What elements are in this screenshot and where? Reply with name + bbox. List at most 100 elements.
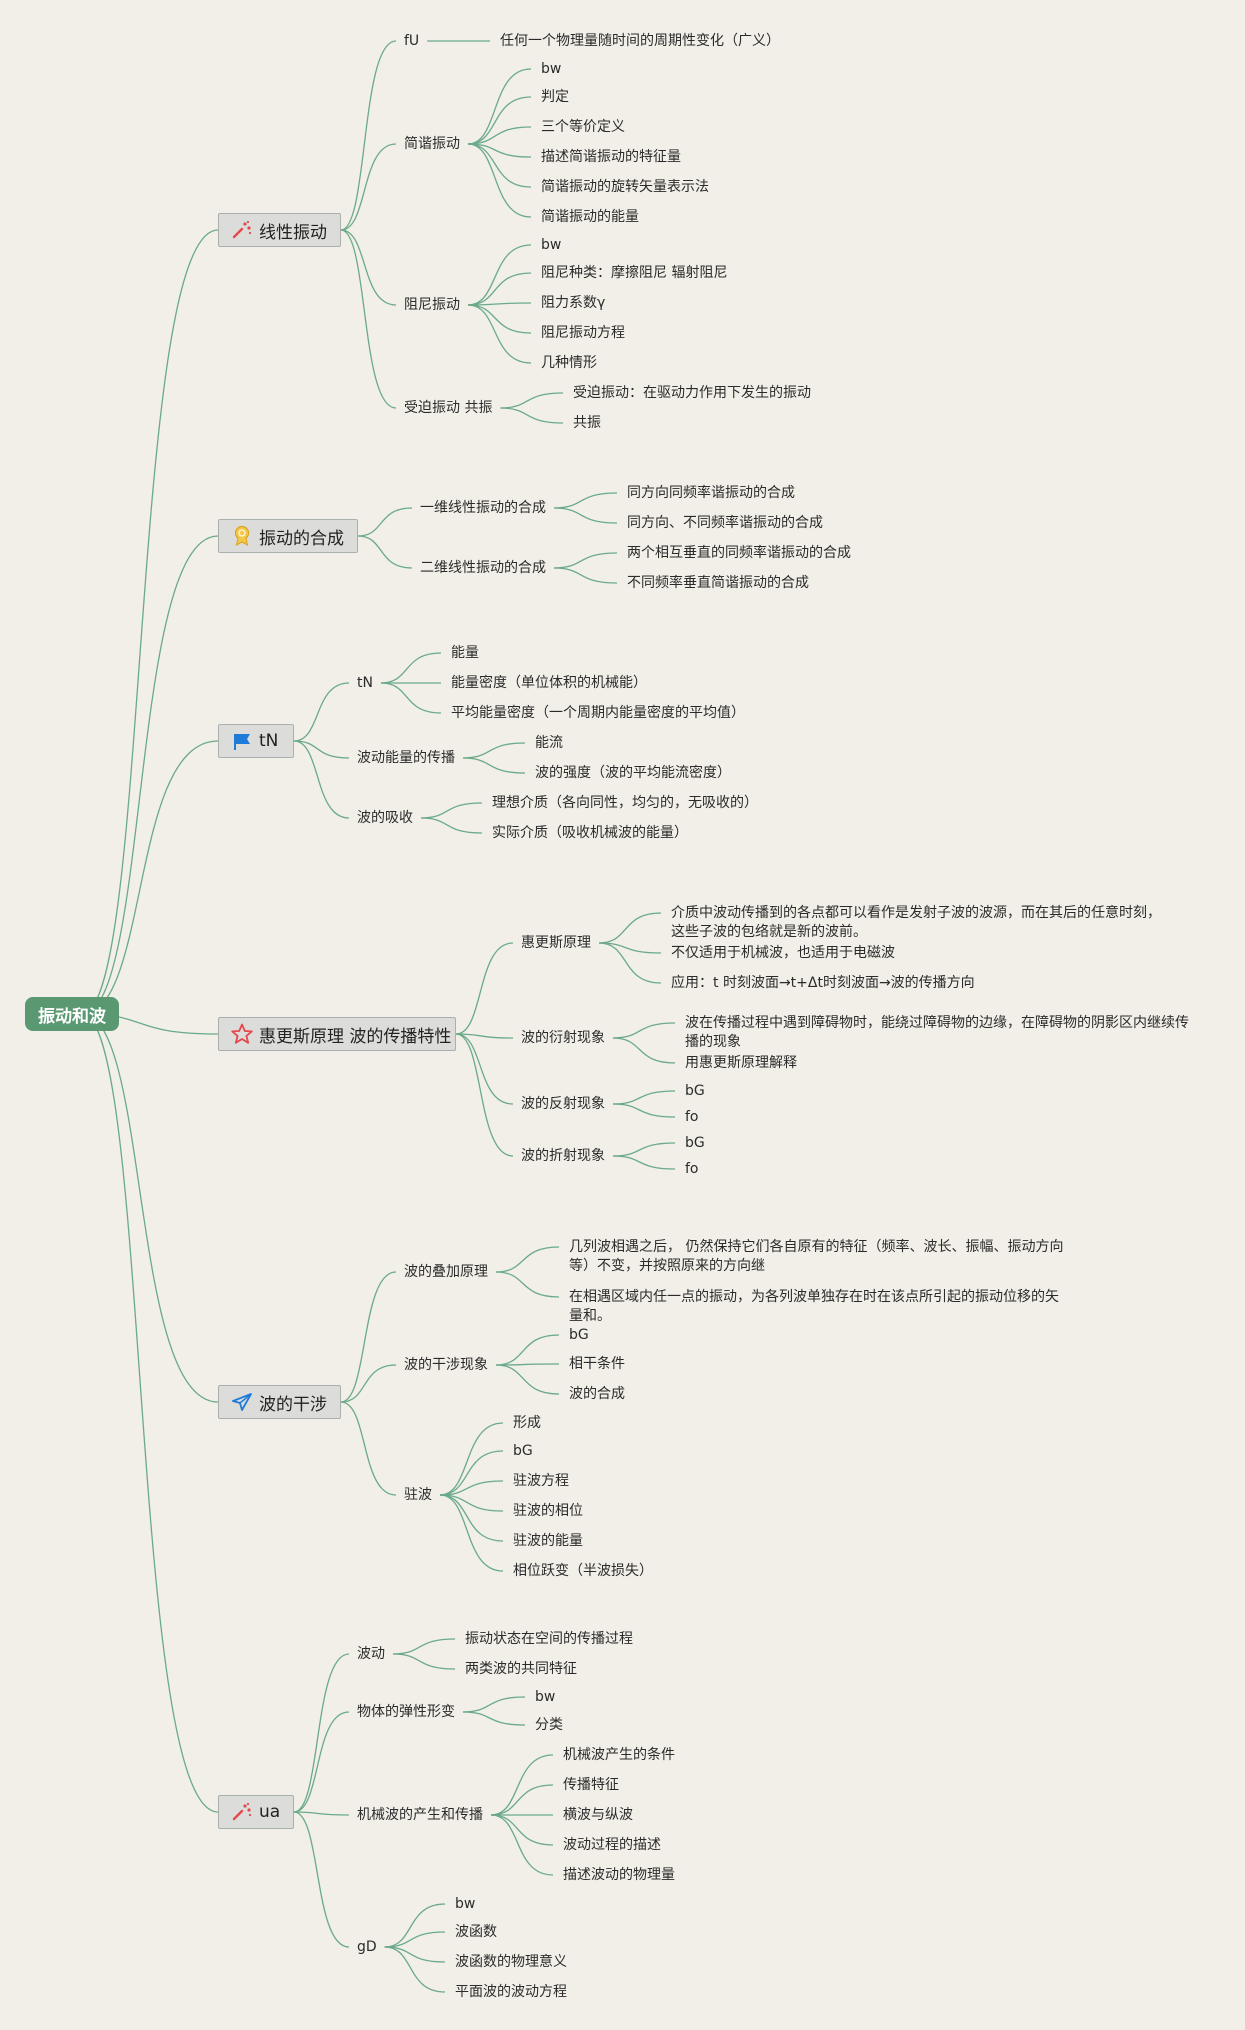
leaf-node[interactable]: 平均能量密度（一个周期内能量密度的平均值） <box>451 704 745 721</box>
leaf-node[interactable]: 波的合成 <box>569 1385 625 1402</box>
topic-node[interactable]: gD <box>357 1938 377 1955</box>
leaf-node[interactable]: 相干条件 <box>569 1355 625 1372</box>
topic-node[interactable]: 波的衍射现象 <box>521 1029 605 1046</box>
topic-node[interactable]: 波的折射现象 <box>521 1147 605 1164</box>
leaf-node[interactable]: 阻力系数γ <box>541 294 606 311</box>
edge-topic-leaf <box>467 304 532 334</box>
leaf-node[interactable]: 三个等价定义 <box>541 118 625 135</box>
leaf-node[interactable]: 受迫振动：在驱动力作用下发生的振动 <box>573 384 811 401</box>
leaf-node[interactable]: 能流 <box>535 734 563 751</box>
leaf-node[interactable]: 分类 <box>535 1716 563 1733</box>
edge-topic-leaf <box>384 1931 446 1948</box>
leaf-node[interactable]: 用惠更斯原理解释 <box>685 1054 797 1071</box>
leaf-node[interactable]: 波的强度（波的平均能流密度） <box>535 764 731 781</box>
leaf-node[interactable]: 简谐振动的能量 <box>541 208 639 225</box>
star-icon <box>231 1023 253 1044</box>
branch-wave-energy[interactable]: tN <box>218 724 294 758</box>
leaf-node[interactable]: 理想介质（各向同性，均匀的，无吸收的） <box>492 794 758 811</box>
topic-node[interactable]: 阻尼振动 <box>404 296 460 313</box>
leaf-node[interactable]: 驻波方程 <box>513 1472 569 1489</box>
leaf-node[interactable]: 共振 <box>573 414 601 431</box>
leaf-node[interactable]: bw <box>535 1688 556 1705</box>
leaf-node[interactable]: 两个相互垂直的同频率谐振动的合成 <box>627 544 851 561</box>
leaf-node[interactable]: bw <box>455 1895 476 1912</box>
leaf-node[interactable]: 驻波的相位 <box>513 1502 583 1519</box>
topic-node[interactable]: tN <box>357 674 373 691</box>
topic-node[interactable]: fU <box>404 32 420 49</box>
leaf-node[interactable]: bG <box>685 1134 705 1151</box>
leaf-node[interactable]: bG <box>513 1442 533 1459</box>
topic-node[interactable]: 波的吸收 <box>357 809 413 826</box>
topic-node[interactable]: 物体的弹性形变 <box>357 1703 455 1720</box>
leaf-node[interactable]: 描述简谐振动的特征量 <box>541 148 681 165</box>
edge-branch-topic <box>455 1033 514 1157</box>
leaf-node[interactable]: 相位跃变（半波损失） <box>513 1562 653 1579</box>
leaf-node[interactable]: 阻尼振动方程 <box>541 324 625 341</box>
topic-node[interactable]: 一维线性振动的合成 <box>420 499 546 516</box>
topic-node[interactable]: 惠更斯原理 <box>521 934 591 951</box>
leaf-node[interactable]: 不同频率垂直简谐振动的合成 <box>627 574 809 591</box>
leaf-node[interactable]: 横波与纵波 <box>563 1806 633 1823</box>
leaf-node[interactable]: 同方向同频率谐振动的合成 <box>627 484 795 501</box>
topic-node[interactable]: 机械波的产生和传播 <box>357 1806 483 1823</box>
leaf-node[interactable]: 不仅适用于机械波，也适用于电磁波 <box>671 944 895 961</box>
leaf-node[interactable]: 波函数 <box>455 1923 497 1940</box>
leaf-node[interactable]: 同方向、不同频率谐振动的合成 <box>627 514 823 531</box>
leaf-node[interactable]: 介质中波动传播到的各点都可以看作是发射子波的波源，而在其后的任意时刻，这些子波的… <box>671 905 1161 940</box>
leaf-node[interactable]: bw <box>541 60 562 77</box>
leaf-node[interactable]: 在相遇区域内任一点的振动，为各列波单独存在时在该点所引起的振动位移的矢量和。 <box>569 1289 1059 1324</box>
leaf-node[interactable]: 波动过程的描述 <box>563 1836 661 1853</box>
leaf-node[interactable]: 实际介质（吸收机械波的能量） <box>492 824 688 841</box>
root-node[interactable]: 振动和波 <box>25 997 119 1031</box>
leaf-node[interactable]: 几种情形 <box>541 354 597 371</box>
leaf-node[interactable]: fo <box>685 1160 699 1177</box>
topic-node[interactable]: 简谐振动 <box>404 135 460 152</box>
leaf-node[interactable]: 两类波的共同特征 <box>465 1660 577 1677</box>
leaf-node[interactable]: 任何一个物理量随时间的周期性变化（广义） <box>500 32 780 49</box>
edge-topic-leaf <box>598 942 662 954</box>
branch-vibration-synthesis[interactable]: 振动的合成 <box>218 519 358 553</box>
edge-branch-topic <box>293 1653 350 1813</box>
leaf-node[interactable]: 能量 <box>451 644 479 661</box>
leaf-node[interactable]: fo <box>685 1108 699 1125</box>
edge-topic-leaf <box>553 507 618 524</box>
leaf-node[interactable]: 描述波动的物理量 <box>563 1866 675 1883</box>
topic-node[interactable]: 波的叠加原理 <box>404 1263 488 1280</box>
leaf-node[interactable]: 机械波产生的条件 <box>563 1746 675 1763</box>
leaf-node[interactable]: 传播特征 <box>563 1776 619 1793</box>
leaf-node[interactable]: 振动状态在空间的传播过程 <box>465 1630 633 1647</box>
topic-node[interactable]: 波动 <box>357 1645 385 1662</box>
edge-topic-leaf <box>462 757 526 774</box>
edge-topic-leaf <box>467 143 532 218</box>
topic-node[interactable]: 波的反射现象 <box>521 1095 605 1112</box>
edge-topic-leaf <box>439 1422 504 1496</box>
leaf-node[interactable]: 波函数的物理意义 <box>455 1953 567 1970</box>
leaf-node[interactable]: 应用：t 时刻波面→t+Δt时刻波面→波的传播方向 <box>671 974 975 991</box>
leaf-node[interactable]: 简谐振动的旋转矢量表示法 <box>541 178 709 195</box>
topic-node[interactable]: 受迫振动 共振 <box>404 399 493 416</box>
topic-node[interactable]: 波动能量的传播 <box>357 749 455 766</box>
leaf-node[interactable]: 判定 <box>541 88 569 105</box>
branch-mechanical-wave[interactable]: ua <box>218 1795 294 1829</box>
leaf-node[interactable]: 能量密度（单位体积的机械能） <box>451 674 647 691</box>
leaf-node[interactable]: bG <box>685 1082 705 1099</box>
branch-linear-vibration[interactable]: 线性振动 <box>218 213 341 247</box>
leaf-node[interactable]: 几列波相遇之后， 仍然保持它们各自原有的特征（频率、波长、振幅、振动方向等）不变… <box>569 1239 1064 1274</box>
topic-node[interactable]: 驻波 <box>404 1486 432 1503</box>
leaf-node[interactable]: 阻尼种类：摩擦阻尼 辐射阻尼 <box>541 264 728 281</box>
leaf-node[interactable]: 形成 <box>513 1414 541 1431</box>
leaf-node[interactable]: 波在传播过程中遇到障碍物时，能绕过障碍物的边缘，在障碍物的阴影区内继续传播的现象 <box>685 1015 1189 1050</box>
leaf-node[interactable]: bG <box>569 1326 589 1343</box>
edge-topic-leaf <box>500 407 564 424</box>
edge-topic-leaf <box>439 1494 504 1512</box>
branch-wave-interference[interactable]: 波的干涉 <box>218 1385 341 1419</box>
edge-topic-leaf <box>384 1946 446 1963</box>
leaf-node[interactable]: bw <box>541 236 562 253</box>
branch-huygens-principle[interactable]: 惠更斯原理 波的传播特性 <box>218 1017 456 1051</box>
leaf-node[interactable]: 驻波的能量 <box>513 1532 583 1549</box>
topic-node[interactable]: 波的干涉现象 <box>404 1356 488 1373</box>
edge-branch-topic <box>293 1711 350 1813</box>
leaf-node[interactable]: 平面波的波动方程 <box>455 1983 567 2000</box>
topic-node[interactable]: 二维线性振动的合成 <box>420 559 546 576</box>
